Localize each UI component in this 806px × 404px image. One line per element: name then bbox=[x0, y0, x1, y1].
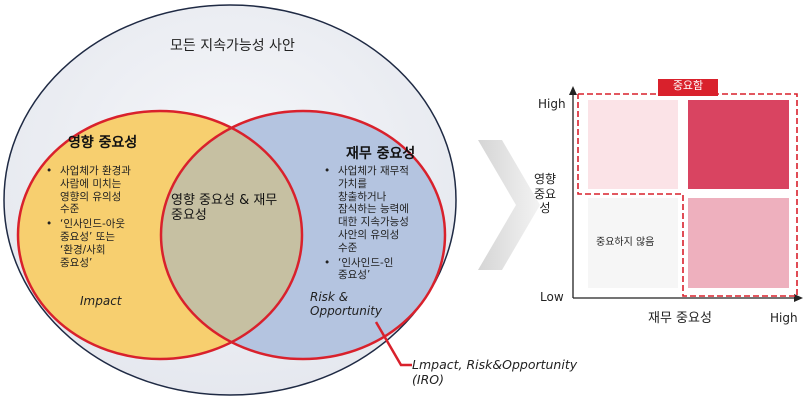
x-axis-arrowhead bbox=[794, 294, 803, 302]
y-high-label: High bbox=[538, 97, 566, 111]
financial-bullets: 사업체가 재무적 가치를 창출하거나 잠식하는 능력에 대한 지속가능성 사안의… bbox=[324, 165, 409, 284]
important-boundary bbox=[577, 93, 798, 297]
outer-title: 모든 지속가능성 사안 bbox=[170, 38, 295, 54]
impact-tag: Impact bbox=[80, 294, 122, 308]
financial-title: 재무 중요성 bbox=[346, 146, 416, 162]
impact-title: 영향 중요성 bbox=[68, 135, 138, 151]
financial-bullet-1: 사업체가 재무적 가치를 창출하거나 잠식하는 능력에 대한 지속가능성 사안의… bbox=[324, 165, 409, 255]
y-low-label: Low bbox=[540, 290, 564, 304]
cell-top-right bbox=[688, 100, 789, 189]
impact-bullet-2: ‘인사인드-아웃 중요성’ 또는 ‘환경/사회 중요성’ bbox=[46, 218, 131, 269]
impact-bullet-1: 사업체가 환경과 사람에 미치는 영향의 유의성 수준 bbox=[46, 165, 131, 216]
overlap-region bbox=[161, 111, 302, 359]
not-important-label: 중요하지 않음 bbox=[596, 237, 655, 248]
cell-bottom-left bbox=[588, 198, 678, 288]
financial-tag: Risk & Opportunity bbox=[310, 290, 383, 319]
financial-outline bbox=[159, 109, 447, 361]
cell-top-left bbox=[588, 100, 678, 189]
impact-bullets: 사업체가 환경과 사람에 미치는 영향의 유의성 수준 ‘인사인드-아웃 중요성… bbox=[46, 165, 131, 271]
cell-bottom-right bbox=[688, 198, 789, 288]
impact-outline bbox=[16, 109, 304, 361]
x-high-label: High bbox=[770, 311, 798, 325]
y-axis-title: 영향 중요 성 bbox=[533, 172, 557, 216]
callout-line bbox=[374, 321, 412, 367]
chevron-arrow-icon bbox=[478, 140, 540, 270]
important-badge: 중요함 bbox=[672, 79, 704, 92]
y-axis-arrowhead bbox=[569, 86, 577, 95]
iro-callout: Lmpact, Risk&Opportunity (IRO) bbox=[412, 357, 578, 387]
overlap-label: 영향 중요성 & 재무 중요성 bbox=[171, 193, 278, 224]
important-badge-bg bbox=[658, 79, 718, 96]
financial-bullet-2: ‘인사인드-인 중요성’ bbox=[324, 257, 409, 283]
x-axis-title: 재무 중요성 bbox=[648, 311, 712, 326]
